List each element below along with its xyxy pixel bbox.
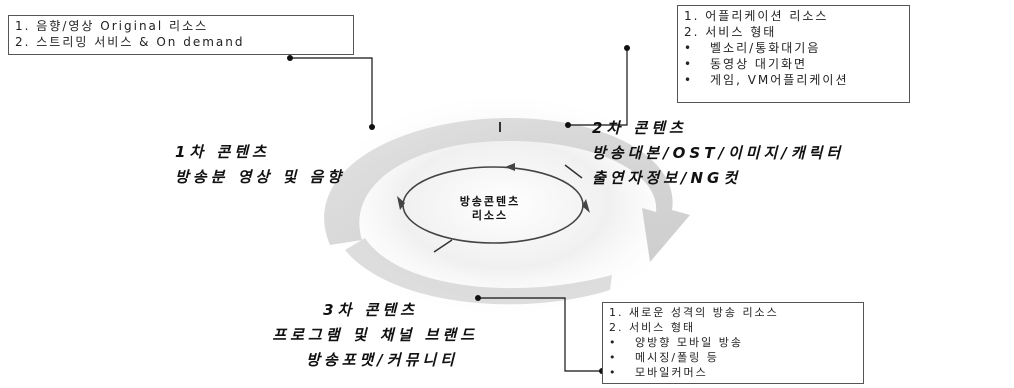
primary-content-label: 1차 콘텐츠 방송분 영상 및 음향 (175, 140, 345, 190)
secondary-content-box: 1. 어플리케이션 리소스 2. 서비스 형태 벨소리/통화대기음 동영상 대기… (677, 5, 910, 103)
box-bullet: 동영상 대기화면 (684, 56, 903, 72)
inner-ring-arrow-left (397, 196, 405, 210)
connector-secondary-dot-end (565, 122, 571, 128)
connector-tertiary (478, 297, 602, 372)
connector-secondary-dot-start (624, 45, 630, 51)
box-item: 2. 스트리밍 서비스 & On demand (15, 35, 245, 49)
tertiary-line2: 프로그램 및 채널 브랜드 (272, 326, 478, 344)
connector-primary-dot-start (287, 55, 293, 61)
connector-primary-dot-end (369, 124, 375, 130)
tertiary-title: 3차 콘텐츠 (323, 301, 418, 319)
ring-tick-right (564, 164, 583, 179)
connector-tertiary-dot-start (475, 295, 481, 301)
secondary-line3: 출연자정보/NG컷 (592, 169, 742, 187)
inner-ring-arrow-right (582, 199, 590, 213)
outer-swirl-arrow (324, 117, 690, 262)
secondary-title: 2차 콘텐츠 (592, 119, 687, 137)
connector-primary (290, 57, 373, 127)
center-line1: 방송콘텐츠 (459, 195, 521, 208)
box-item: 2. 서비스 형태 (684, 25, 777, 39)
center-line2: 리소스 (471, 209, 509, 222)
box-item: 2. 서비스 형태 (609, 321, 696, 334)
tertiary-line3: 방송포맷/커뮤니티 (306, 351, 458, 369)
outer-swirl-lower (345, 238, 612, 305)
secondary-line2: 방송대본/OST/이미지/캐릭터 (592, 144, 845, 162)
connector-secondary (568, 48, 628, 126)
primary-subtitle: 방송분 영상 및 음향 (175, 168, 346, 186)
box-item: 1. 새로운 성격의 방송 리소스 (609, 306, 779, 319)
center-label: 방송콘텐츠 리소스 (440, 195, 540, 223)
box-bullet: 모바일커머스 (609, 365, 857, 380)
box-item: 1. 어플리케이션 리소스 (684, 9, 829, 23)
primary-title: 1차 콘텐츠 (175, 143, 270, 161)
primary-content-box: 1. 음향/영상 Original 리소스 2. 스트리밍 서비스 & On d… (8, 15, 354, 55)
ring-tick-left (433, 239, 453, 253)
box-bullet: 벨소리/통화대기음 (684, 40, 903, 56)
tertiary-content-label: 3차 콘텐츠 프로그램 및 채널 브랜드 방송포맷/커뮤니티 (272, 298, 478, 373)
box-bullet: 양방향 모바일 방송 (609, 335, 857, 350)
inner-ring-arrow-top (505, 163, 515, 171)
secondary-content-label: 2차 콘텐츠 방송대본/OST/이미지/캐릭터 출연자정보/NG컷 (592, 116, 844, 191)
box-bullet: 메시징/폴링 등 (609, 350, 857, 365)
box-item: 1. 음향/영상 Original 리소스 (15, 19, 209, 33)
tertiary-content-box: 1. 새로운 성격의 방송 리소스 2. 서비스 형태 양방향 모바일 방송 메… (602, 302, 864, 384)
box-bullet: 게임, VM어플리케이션 (684, 72, 903, 88)
